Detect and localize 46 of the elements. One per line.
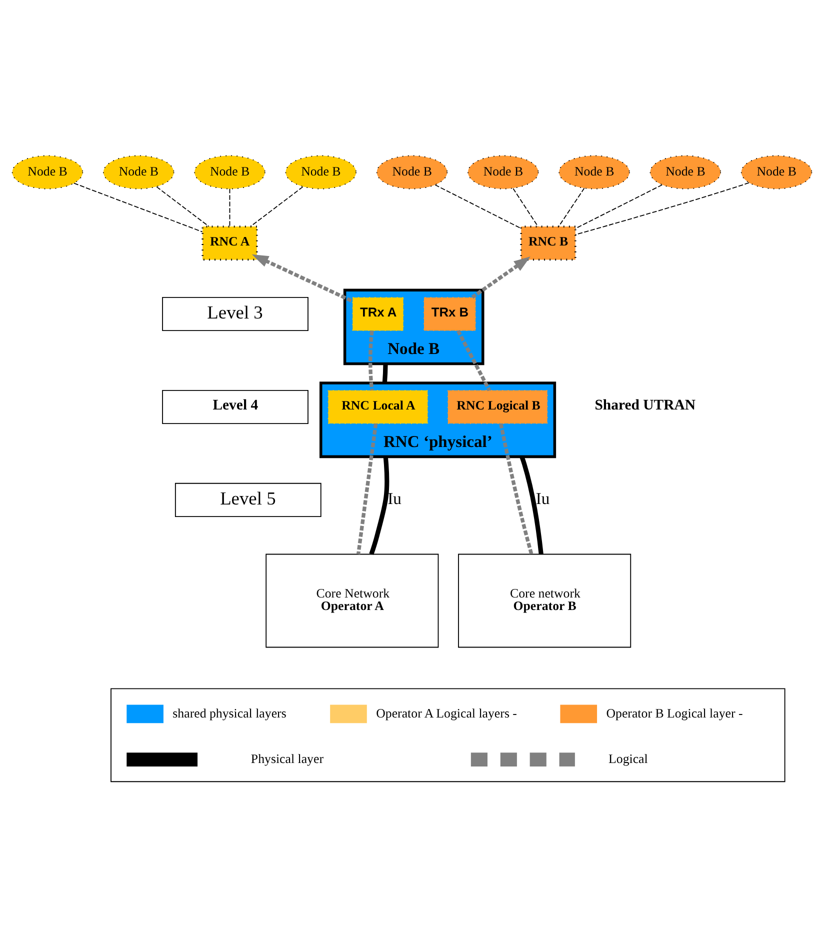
connector [520, 455, 544, 554]
connector [74, 182, 203, 232]
node-ellipse: Node B [12, 154, 84, 189]
node-box: Level 4 [162, 389, 308, 424]
node-ellipse: Node B [194, 154, 266, 189]
connector [369, 456, 390, 554]
edge-label: Iu [536, 488, 550, 508]
legend-label: shared physical layers [172, 706, 286, 720]
node-ellipse: Node B [740, 154, 812, 189]
edge-label: Iu [388, 488, 402, 508]
node-box: Level 3 [162, 296, 308, 331]
connector [499, 422, 534, 554]
node-box: RNC Local A [328, 389, 428, 424]
connector [574, 184, 663, 228]
node-box: RNC A [202, 225, 258, 260]
node-ellipse: Node B [468, 154, 539, 189]
connector [456, 329, 491, 391]
connector [156, 186, 210, 226]
connector [434, 184, 522, 228]
legend-label: Physical layer [250, 751, 324, 766]
connector [356, 422, 378, 554]
node-box: TRx A [352, 296, 404, 331]
connector [382, 363, 388, 383]
node-ellipse: Node B [103, 154, 174, 189]
node-box: RNC Logical B [447, 389, 548, 424]
connector [512, 188, 538, 226]
connector [250, 186, 304, 226]
connector [368, 330, 374, 390]
arrow [252, 254, 354, 302]
legend-label: Logical [608, 751, 648, 766]
arrow [471, 256, 530, 298]
node-box: Core Network Operator A [266, 553, 439, 648]
node-box: RNC B [520, 225, 576, 260]
node-box: Level 5 [174, 482, 322, 516]
node-ellipse: Node B [285, 154, 356, 189]
node-ellipse: Node B [650, 154, 722, 189]
connector [575, 182, 750, 235]
node-box: TRx B [424, 296, 476, 331]
node-label: Shared UTRAN [594, 397, 696, 414]
node-ellipse: Node B [376, 154, 448, 189]
legend-label: Operator A Logical layers - [376, 706, 517, 720]
connector [558, 187, 585, 226]
legend-label: Operator B Logical layer - [606, 706, 743, 720]
connector [229, 188, 230, 226]
node-ellipse: Node B [558, 154, 630, 189]
node-box: Core network Operator B [458, 553, 632, 648]
